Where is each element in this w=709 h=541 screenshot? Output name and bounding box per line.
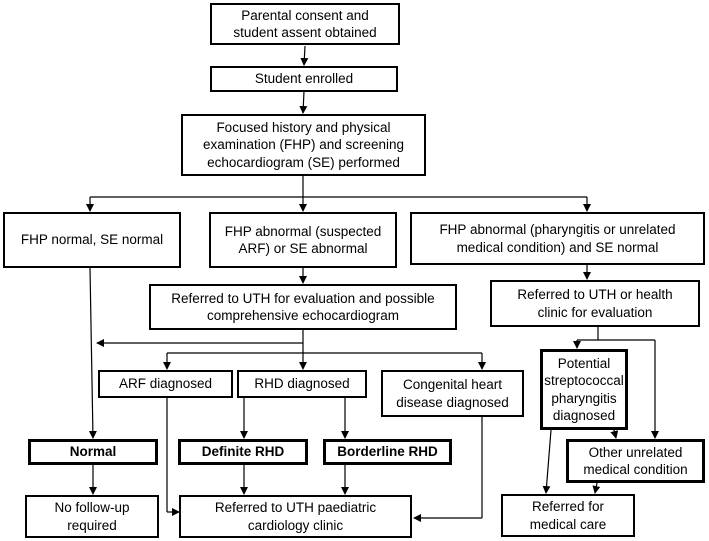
arf-diagnosed-box: ARF diagnosed — [98, 370, 233, 398]
borderline-rhd-box: Borderline RHD — [323, 439, 452, 465]
normal-box: Normal — [28, 439, 158, 465]
referred-uth-eval-box: Referred to UTH for evaluation and possi… — [149, 284, 457, 330]
fhp-normal-box: FHP normal, SE normal — [3, 212, 181, 268]
chd-diagnosed-box: Congenital heart disease diagnosed — [381, 370, 524, 417]
no-followup-box: No follow-up required — [25, 495, 159, 538]
strep-diagnosed-box: Potential streptococcal pharyngitis diag… — [540, 349, 628, 430]
arrow-fhp-normal-to-normal — [88, 267, 97, 439]
other-condition-box: Other unrelated medical condition — [566, 439, 705, 483]
fhp-abnormal-arf-box: FHP abnormal (suspected ARF) or SE abnor… — [209, 212, 397, 268]
referred-uth-clinic-box: Referred to UTH or health clinic for eva… — [490, 280, 700, 327]
arrow-strep-to-other — [610, 429, 619, 439]
arrow-enrolled-fhp — [299, 90, 308, 114]
fhp-box: Focused history and physical examination… — [181, 114, 426, 176]
enrolled-box: Student enrolled — [210, 66, 398, 92]
rhd-diagnosed-box: RHD diagnosed — [237, 370, 367, 398]
arrow-consent-enrolled — [300, 45, 309, 66]
arrow-other-to-medical-care — [592, 482, 601, 494]
fhp-abnormal-other-box: FHP abnormal (pharyngitis or unrelated m… — [410, 212, 705, 265]
arrow-strep-to-medical-care — [542, 429, 552, 494]
paed-cardiology-box: Referred to UTH paediatric cardiology cl… — [179, 495, 412, 538]
medical-care-box: Referred for medical care — [501, 494, 635, 537]
definite-rhd-box: Definite RHD — [178, 439, 308, 465]
consent-box: Parental consent and student assent obta… — [210, 3, 400, 45]
